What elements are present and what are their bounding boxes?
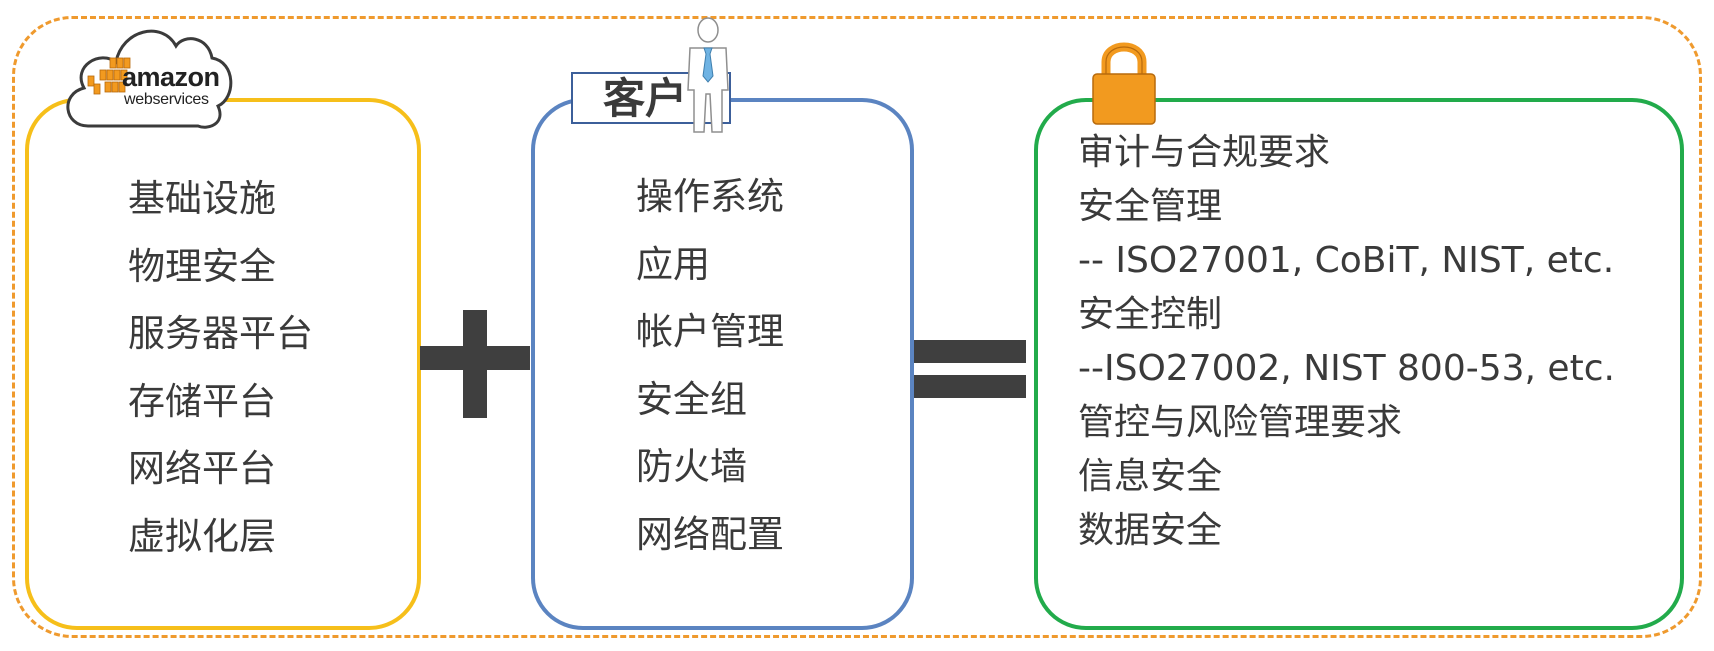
padlock-icon <box>1090 36 1158 126</box>
person-shape <box>687 17 729 133</box>
customer-item: 帐户管理 <box>636 310 784 353</box>
aws-item: 存储平台 <box>128 379 276 423</box>
aws-logo-subtitle: webservices <box>124 91 209 108</box>
aws-cloud-logo-icon: amazon webservices <box>58 14 238 136</box>
aws-cloud-shape <box>66 29 233 129</box>
customer-item: 网络配置 <box>636 512 784 556</box>
aws-item: 虚拟化层 <box>128 514 276 558</box>
aws-logo-wordmark: amazon <box>122 62 220 92</box>
compliance-panel <box>1034 98 1684 630</box>
aws-responsibility-panel <box>25 98 421 630</box>
compliance-item: 数据安全 <box>1078 510 1223 551</box>
compliance-item: 审计与合规要求 <box>1078 132 1331 173</box>
compliance-item: --ISO27002, NIST 800-53, etc. <box>1078 348 1615 389</box>
customer-item: 应用 <box>636 242 710 286</box>
compliance-item-list: 审计与合规要求 安全管理 -- ISO27001, CoBiT, NIST, e… <box>1078 126 1615 558</box>
compliance-item: 信息安全 <box>1078 456 1223 497</box>
customer-item: 安全组 <box>636 377 747 421</box>
compliance-item: 管控与风险管理要求 <box>1078 402 1403 443</box>
padlock-shape <box>1092 42 1156 125</box>
equals-sign-bottom-bar <box>914 375 1026 398</box>
customer-responsibility-panel <box>531 98 914 630</box>
aws-item: 网络平台 <box>128 447 276 490</box>
aws-item: 服务器平台 <box>128 312 313 355</box>
customer-label: 客户 <box>603 74 688 123</box>
plus-sign-vertical <box>463 310 487 418</box>
customer-item: 操作系统 <box>636 175 784 218</box>
compliance-item: 安全管理 <box>1078 186 1223 227</box>
aws-item: 物理安全 <box>128 244 276 288</box>
outer-dashed-frame <box>12 16 1702 638</box>
equals-sign-top-bar <box>914 340 1026 363</box>
aws-item-list: 基础设施 物理安全 服务器平台 存储平台 网络平台 虚拟化层 <box>128 165 313 570</box>
customer-item-list: 操作系统 应用 帐户管理 安全组 防火墙 网络配置 <box>636 163 784 568</box>
aws-item: 基础设施 <box>128 177 276 220</box>
customer-item: 防火墙 <box>636 445 747 488</box>
compliance-item: 安全控制 <box>1078 294 1223 335</box>
person-icon <box>678 14 736 134</box>
compliance-item: -- ISO27001, CoBiT, NIST, etc. <box>1078 240 1615 281</box>
